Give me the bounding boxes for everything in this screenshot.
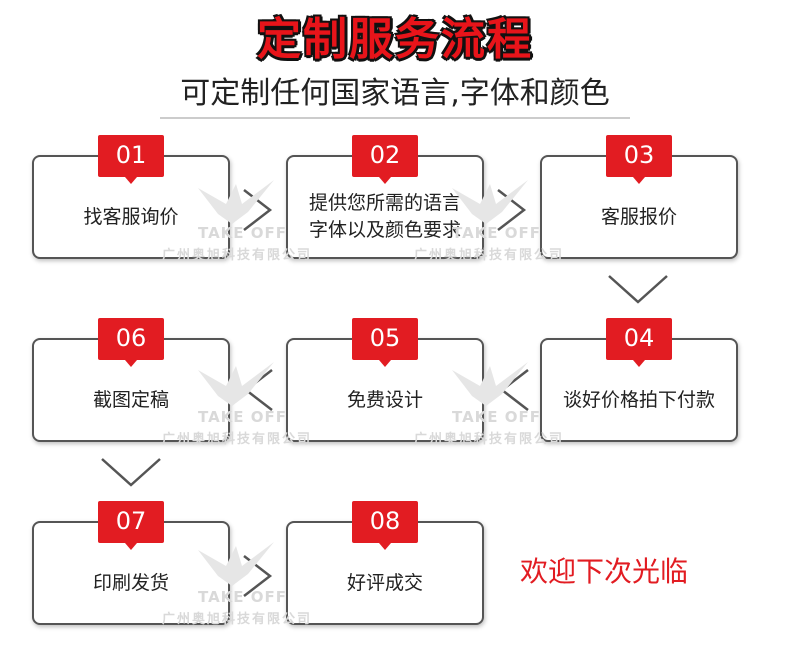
step-number-badge: 02 <box>352 135 418 184</box>
step-06: 06 截图定稿 <box>32 318 230 442</box>
step-01: 01 找客服询价 <box>32 135 230 259</box>
step-number-badge: 03 <box>606 135 672 184</box>
page-title: 定制服务流程 <box>257 14 533 65</box>
step-label: 找客服询价 <box>83 205 179 228</box>
step-number-badge: 04 <box>606 318 672 367</box>
step-05: 05 免费设计 <box>286 318 484 442</box>
step-label: 谈好价格拍下付款 <box>562 388 715 411</box>
step-04: 04 谈好价格拍下付款 <box>540 318 738 442</box>
step-label: 免费设计 <box>346 388 423 411</box>
subtitle-divider <box>160 117 630 119</box>
step-number-badge: 05 <box>352 318 418 367</box>
page-subtitle: 可定制任何国家语言,字体和颜色 <box>180 76 610 111</box>
chevron-right-icon <box>243 189 273 231</box>
step-label: 客服报价 <box>600 205 677 228</box>
closing-message: 欢迎下次光临 <box>520 555 689 588</box>
step-label: 好评成交 <box>346 571 423 594</box>
step-label: 印刷发货 <box>92 571 169 594</box>
step-07: 07 印刷发货 <box>32 501 230 625</box>
step-03: 03 客服报价 <box>540 135 738 259</box>
chevron-left-icon <box>499 369 529 411</box>
chevron-down-icon <box>101 458 161 487</box>
step-number-badge: 08 <box>352 501 418 550</box>
step-label: 截图定稿 <box>92 388 169 411</box>
step-02: 02 提供您所需的语言 字体以及颜色要求 <box>286 135 484 259</box>
chevron-right-icon <box>497 189 527 231</box>
chevron-right-icon <box>243 555 273 597</box>
step-number-badge: 01 <box>98 135 164 184</box>
chevron-down-icon <box>608 275 668 304</box>
step-number-badge: 07 <box>98 501 164 550</box>
step-label: 提供您所需的语言 字体以及颜色要求 <box>308 192 461 241</box>
step-08: 08 好评成交 <box>286 501 484 625</box>
chevron-left-icon <box>243 369 273 411</box>
step-number-badge: 06 <box>98 318 164 367</box>
